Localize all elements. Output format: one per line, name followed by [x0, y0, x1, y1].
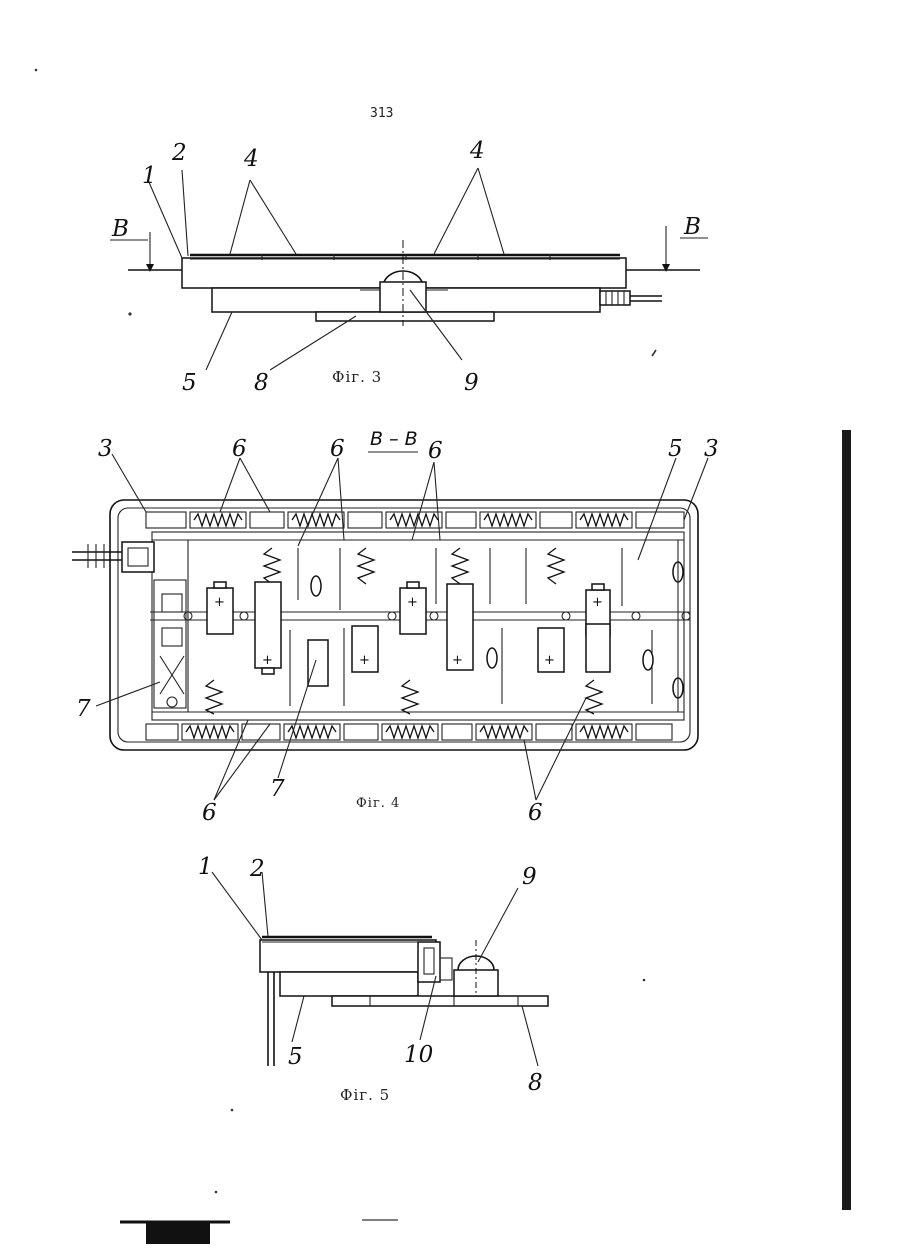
- scan-edge-bar: [842, 430, 851, 1210]
- fig4-label-6c: 6: [428, 438, 443, 464]
- fig4-label-3-right: 3: [704, 436, 719, 462]
- fig3-label-5: 5: [182, 370, 197, 396]
- fig3-label-8: 8: [254, 370, 269, 396]
- fig3-label-b-right: В: [683, 214, 701, 240]
- svg-text:+: +: [262, 653, 273, 668]
- fig4-section-label: В – В: [370, 428, 418, 450]
- fig4-label-6a: 6: [232, 436, 247, 462]
- svg-text:+: +: [407, 595, 418, 610]
- figure-5: [212, 872, 548, 1066]
- fig5-caption: Фіг. 5: [340, 1086, 390, 1104]
- svg-text:+: +: [452, 653, 463, 668]
- fig5-label-9: 9: [522, 864, 537, 890]
- fig4-label-6b: 6: [330, 436, 345, 462]
- fig4-label-7-left: 7: [76, 696, 91, 722]
- fig3-label-4b: 4: [469, 138, 485, 164]
- svg-text:+: +: [359, 653, 370, 668]
- fig4-caption: Фіг. 4: [356, 796, 400, 811]
- fig4-label-5: 5: [668, 436, 683, 462]
- fig5-label-1: 1: [198, 854, 213, 880]
- fig5-label-5: 5: [288, 1044, 303, 1070]
- fig3-caption: Фіг. 3: [332, 368, 382, 386]
- fig5-label-2: 2: [249, 856, 265, 882]
- fig3-label-2: 2: [171, 140, 187, 166]
- fig5-label-10: 10: [404, 1042, 433, 1068]
- figure-3: [110, 168, 708, 370]
- svg-text:+: +: [592, 595, 603, 610]
- fig4-label-6d: 6: [202, 800, 217, 826]
- fig3-label-1: 1: [142, 163, 157, 189]
- fig4-label-3-left: 3: [98, 436, 113, 462]
- fig4-label-7-bottom: 7: [270, 776, 285, 802]
- figure-4: + + + + + + +: [72, 452, 708, 800]
- fig3-label-b-left: В: [111, 216, 129, 242]
- svg-text:+: +: [214, 595, 225, 610]
- fig5-label-8: 8: [528, 1070, 543, 1096]
- fig4-label-6e: 6: [528, 800, 543, 826]
- fig3-label-4a: 4: [243, 146, 259, 172]
- scan-smudge: [146, 1222, 210, 1244]
- svg-text:+: +: [544, 653, 555, 668]
- fig3-label-9: 9: [464, 370, 479, 396]
